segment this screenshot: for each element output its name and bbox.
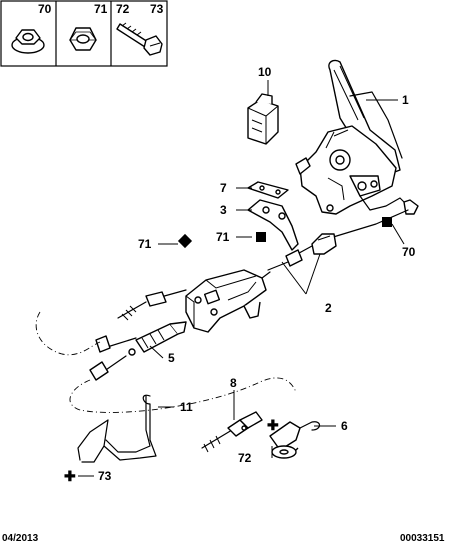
plate-part-7 <box>247 181 289 199</box>
clip-part-10 <box>247 93 279 145</box>
footer-date: 04/2013 <box>2 533 39 544</box>
bracket-part-3 <box>247 199 299 251</box>
square-marker <box>256 232 266 242</box>
header-parts-boxes: 70 71 72 73 <box>0 0 168 67</box>
callout-72: 72 <box>238 451 252 465</box>
cable-end-part-8 <box>201 411 263 453</box>
leader-lines <box>78 80 405 477</box>
square-marker <box>382 217 392 227</box>
flange-nut-icon <box>11 29 45 54</box>
bracket-part-6 <box>269 421 321 459</box>
box-ref-70: 70 <box>38 2 52 16</box>
markers: ✚ ✚ <box>64 217 392 484</box>
cross-marker: ✚ <box>267 417 279 433</box>
secondary-cable-ends <box>89 289 187 381</box>
callout-2: 2 <box>325 301 332 315</box>
callout-labels: 1 2 3 5 6 7 8 10 11 70 71 71 72 73 <box>98 65 416 483</box>
primary-cable <box>267 209 409 271</box>
callout-71-right: 71 <box>216 230 230 244</box>
callout-6: 6 <box>341 419 348 433</box>
footer-reference: 00033151 <box>400 533 445 544</box>
callout-10: 10 <box>258 65 272 79</box>
bolt-icon <box>116 22 163 56</box>
callout-73: 73 <box>98 469 112 483</box>
handbrake-lever-assembly <box>295 59 419 215</box>
callout-1: 1 <box>402 93 409 107</box>
nut-icon <box>69 27 97 51</box>
callout-7: 7 <box>220 181 227 195</box>
callout-11: 11 <box>180 400 193 414</box>
callout-8: 8 <box>230 376 237 390</box>
callout-5: 5 <box>168 351 175 365</box>
equalizer-bracket <box>185 269 271 333</box>
cable-routing-lines <box>35 311 297 413</box>
box-ref-73: 73 <box>150 2 164 16</box>
callout-71-left: 71 <box>138 237 152 251</box>
wire-hook-part-11 <box>77 394 157 463</box>
box-ref-72: 72 <box>116 2 130 16</box>
callout-3: 3 <box>220 203 227 217</box>
square-marker <box>177 233 193 249</box>
callout-70: 70 <box>402 245 416 259</box>
cross-marker: ✚ <box>64 468 76 484</box>
box-ref-71: 71 <box>94 2 108 16</box>
